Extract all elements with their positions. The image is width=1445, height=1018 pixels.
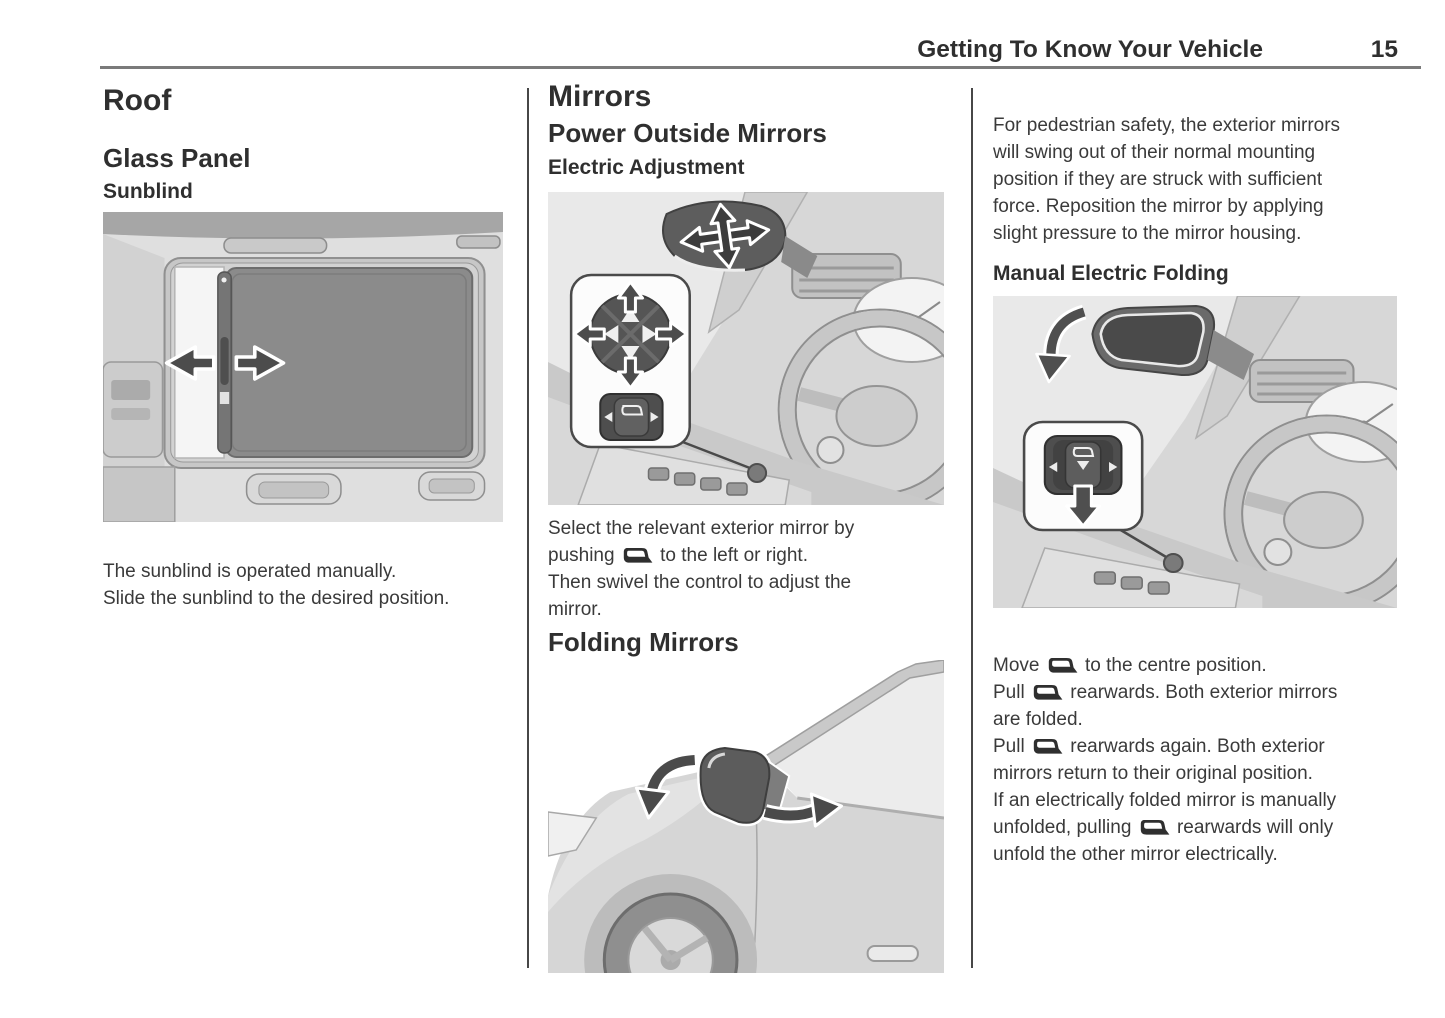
column-separator-left (527, 88, 529, 968)
header-rule (100, 66, 1421, 69)
paragraph: Select the relevant exterior mirror by p… (548, 518, 855, 566)
mirror-control-icon (1033, 685, 1063, 700)
pedestrian-safety-text: For pedestrian safety, the exterior mirr… (993, 112, 1355, 247)
fold-arrow (634, 752, 696, 820)
electric-adjustment-body-text: Select the relevant exterior mirror by p… (548, 515, 886, 623)
paragraph: Move to the centre position. (993, 655, 1267, 676)
subsubsection-title-electric-adjustment: Electric Adjustment (548, 156, 745, 179)
control-callout (1022, 420, 1144, 532)
subsubsection-title-manual-electric-folding: Manual Electric Folding (993, 262, 1229, 285)
paragraph: The sunblind is operated manually. (103, 561, 397, 582)
electric-adjustment-drawing (548, 192, 944, 505)
mirror-manual-electric-folding-illustration (993, 296, 1397, 608)
adjust-direction-arrows (572, 280, 689, 390)
paragraph: Pull rearwards again. Both exterior mirr… (993, 736, 1325, 784)
column-manual-folding: For pedestrian safety, the exterior mirr… (993, 112, 1397, 868)
column-mirrors: Mirrors Power Outside Mirrors Electric A… (548, 80, 944, 973)
control-callout (569, 273, 691, 449)
mirror-control-knob (747, 463, 768, 483)
column-roof: Roof Glass Panel Sunblind (103, 84, 503, 612)
slide-direction-arrows (164, 345, 286, 381)
mirror-control-icon (1048, 658, 1078, 673)
section-title-mirrors: Mirrors (548, 80, 652, 113)
chapter-title: Getting To Know Your Vehicle (917, 36, 1263, 63)
subsection-title-glass-panel: Glass Panel (103, 143, 251, 173)
section-title-roof: Roof (103, 84, 172, 117)
sunroof-sunblind-drawing (103, 212, 503, 522)
paragraph: If an electrically folded mirror is manu… (993, 790, 1337, 865)
mirror-control-icon (1140, 820, 1170, 835)
paragraph: Pull rearwards. Both exterior mirrors ar… (993, 682, 1338, 730)
fold-motion-arrow (1035, 304, 1087, 384)
unfold-arrow (763, 792, 843, 828)
exterior-mirror-with-arrows (662, 200, 818, 278)
page-number: 15 (1370, 36, 1398, 63)
mirror-electric-adjustment-illustration (548, 192, 944, 505)
paragraph: Slide the sunblind to the desired positi… (103, 588, 450, 609)
folded-mirror (697, 744, 791, 827)
subsection-title-folding-mirrors: Folding Mirrors (548, 627, 739, 657)
mirror-control-icon (623, 548, 653, 563)
four-way-adjust-arrows (679, 202, 771, 270)
sunroof-sunblind-illustration (103, 212, 503, 522)
window-switch-bank (1093, 571, 1170, 595)
mirror-control-knob (1162, 553, 1184, 573)
manual-electric-folding-drawing (993, 296, 1397, 608)
folding-mirror-drawing (548, 660, 944, 973)
sunblind-body-text: The sunblind is operated manually. Slide… (103, 558, 503, 612)
mirror-control-icon (1033, 739, 1063, 754)
folding-exterior-mirror (1091, 304, 1255, 380)
subsection-title-power-outside-mirrors: Power Outside Mirrors (548, 118, 827, 148)
manual-folding-body-text: Move to the centre position. Pull rearwa… (993, 652, 1355, 868)
subsubsection-title-sunblind: Sunblind (103, 180, 193, 203)
paragraph: Then swivel the control to adjust the mi… (548, 572, 852, 620)
window-switch-bank (647, 467, 748, 496)
paragraph: For pedestrian safety, the exterior mirr… (993, 115, 1341, 244)
car-folding-mirror-illustration (548, 660, 944, 973)
pull-down-arrow (1064, 484, 1102, 528)
column-separator-right (971, 88, 973, 968)
